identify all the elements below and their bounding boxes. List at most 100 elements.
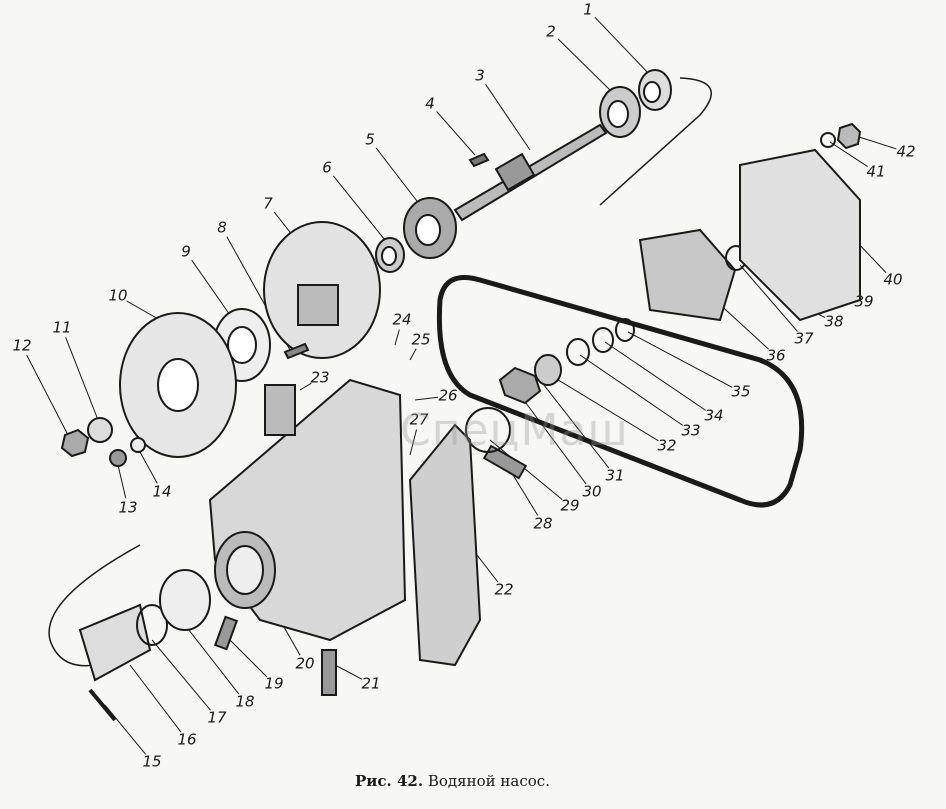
part-label-16: 16 bbox=[177, 730, 197, 749]
figure-caption: Рис. 42. Водяной насос. bbox=[355, 772, 550, 790]
key bbox=[468, 152, 490, 168]
leader-line-11 bbox=[65, 337, 101, 426]
seal-32 bbox=[534, 354, 562, 386]
leader-line-33 bbox=[579, 354, 684, 426]
leader-line-13 bbox=[117, 464, 127, 499]
leader-line-14 bbox=[139, 451, 158, 484]
leader-line-27 bbox=[409, 429, 417, 456]
part-label-23: 23 bbox=[310, 368, 330, 387]
part-label-32: 32 bbox=[657, 436, 677, 455]
part-label-7: 7 bbox=[263, 194, 273, 213]
nut-12 bbox=[60, 428, 90, 458]
seal-17 bbox=[136, 604, 168, 646]
fitting-23 bbox=[264, 384, 296, 436]
part-label-5: 5 bbox=[365, 130, 375, 149]
part-label-6: 6 bbox=[322, 158, 332, 177]
part-label-41: 41 bbox=[866, 162, 886, 181]
flange-16 bbox=[78, 603, 152, 682]
shaft-collar bbox=[494, 152, 536, 192]
part-label-18: 18 bbox=[235, 692, 255, 711]
bushing-6 bbox=[375, 237, 405, 273]
leader-line-29 bbox=[489, 439, 563, 501]
washer-14 bbox=[130, 437, 146, 453]
part-label-8: 8 bbox=[217, 218, 227, 237]
fan-disc-10 bbox=[119, 312, 237, 458]
part-label-30: 30 bbox=[582, 482, 602, 501]
nut-42 bbox=[836, 122, 862, 150]
gasket-18 bbox=[159, 569, 211, 631]
bearing-2 bbox=[599, 86, 641, 138]
stud-8 bbox=[283, 342, 310, 360]
leader-line-3 bbox=[485, 84, 531, 151]
part-label-37: 37 bbox=[794, 329, 814, 348]
part-label-35: 35 bbox=[731, 382, 751, 401]
leader-line-2 bbox=[557, 38, 611, 91]
leader-line-34 bbox=[604, 341, 707, 411]
part-label-22: 22 bbox=[494, 580, 514, 599]
washer-41 bbox=[820, 132, 836, 148]
flow-arrow-top bbox=[599, 77, 712, 206]
leader-line-26 bbox=[414, 396, 439, 401]
part-label-24: 24 bbox=[392, 310, 412, 329]
part-label-38: 38 bbox=[824, 312, 844, 331]
cover-40 bbox=[739, 148, 861, 322]
impeller-36 bbox=[638, 228, 737, 322]
leader-line-41 bbox=[829, 141, 868, 167]
leader-line-32 bbox=[549, 374, 659, 442]
part-label-28: 28 bbox=[533, 514, 553, 533]
oring-29 bbox=[465, 407, 511, 453]
part-label-2: 2 bbox=[546, 22, 556, 41]
part-label-21: 21 bbox=[361, 674, 381, 693]
part-label-27: 27 bbox=[409, 410, 429, 429]
impeller-30 bbox=[498, 366, 542, 405]
part-label-4: 4 bbox=[425, 94, 435, 113]
nut-13 bbox=[109, 449, 127, 467]
leader-line-9 bbox=[191, 259, 231, 316]
part-label-3: 3 bbox=[475, 66, 485, 85]
part-label-14: 14 bbox=[152, 482, 172, 501]
part-label-13: 13 bbox=[118, 498, 138, 517]
watermark: СпецМаш bbox=[400, 405, 629, 456]
part-label-10: 10 bbox=[108, 286, 128, 305]
leader-line-24 bbox=[394, 329, 400, 346]
leader-line-37 bbox=[739, 264, 798, 332]
leader-line-6 bbox=[332, 175, 386, 241]
leader-line-4 bbox=[436, 111, 476, 156]
leader-line-25 bbox=[409, 348, 417, 361]
part-label-26: 26 bbox=[438, 386, 458, 405]
housing-bore-inner bbox=[226, 545, 264, 595]
pulley-7 bbox=[263, 221, 381, 359]
part-label-39: 39 bbox=[854, 292, 874, 311]
part-label-9: 9 bbox=[181, 242, 191, 261]
leader-line-12 bbox=[26, 354, 69, 436]
part-label-34: 34 bbox=[704, 406, 724, 425]
ring-34 bbox=[592, 327, 614, 353]
part-label-1: 1 bbox=[583, 0, 593, 19]
part-label-40: 40 bbox=[883, 270, 903, 289]
leader-line-35 bbox=[627, 331, 733, 388]
part-label-12: 12 bbox=[12, 336, 32, 355]
screw-15 bbox=[88, 688, 117, 722]
leader-line-42 bbox=[855, 135, 897, 150]
part-label-29: 29 bbox=[560, 496, 580, 515]
part-label-17: 17 bbox=[207, 708, 227, 727]
leader-line-18 bbox=[184, 624, 240, 695]
part-label-25: 25 bbox=[411, 330, 431, 349]
leader-line-16 bbox=[129, 664, 182, 733]
caption-prefix: Рис. 42. bbox=[355, 772, 424, 790]
part-label-42: 42 bbox=[896, 142, 916, 161]
leader-line-19 bbox=[229, 639, 268, 678]
caption-text: Водяной насос. bbox=[427, 772, 550, 790]
leader-line-30 bbox=[519, 394, 587, 485]
leader-line-10 bbox=[126, 300, 161, 321]
leader-line-21 bbox=[334, 664, 363, 680]
part-label-15: 15 bbox=[142, 752, 162, 771]
leader-line-1 bbox=[594, 16, 651, 76]
washer-11 bbox=[87, 417, 113, 443]
bearing-5 bbox=[403, 197, 457, 259]
part-label-33: 33 bbox=[681, 421, 701, 440]
leader-line-17 bbox=[151, 639, 211, 711]
leader-line-28 bbox=[509, 469, 539, 516]
part-label-19: 19 bbox=[264, 674, 284, 693]
